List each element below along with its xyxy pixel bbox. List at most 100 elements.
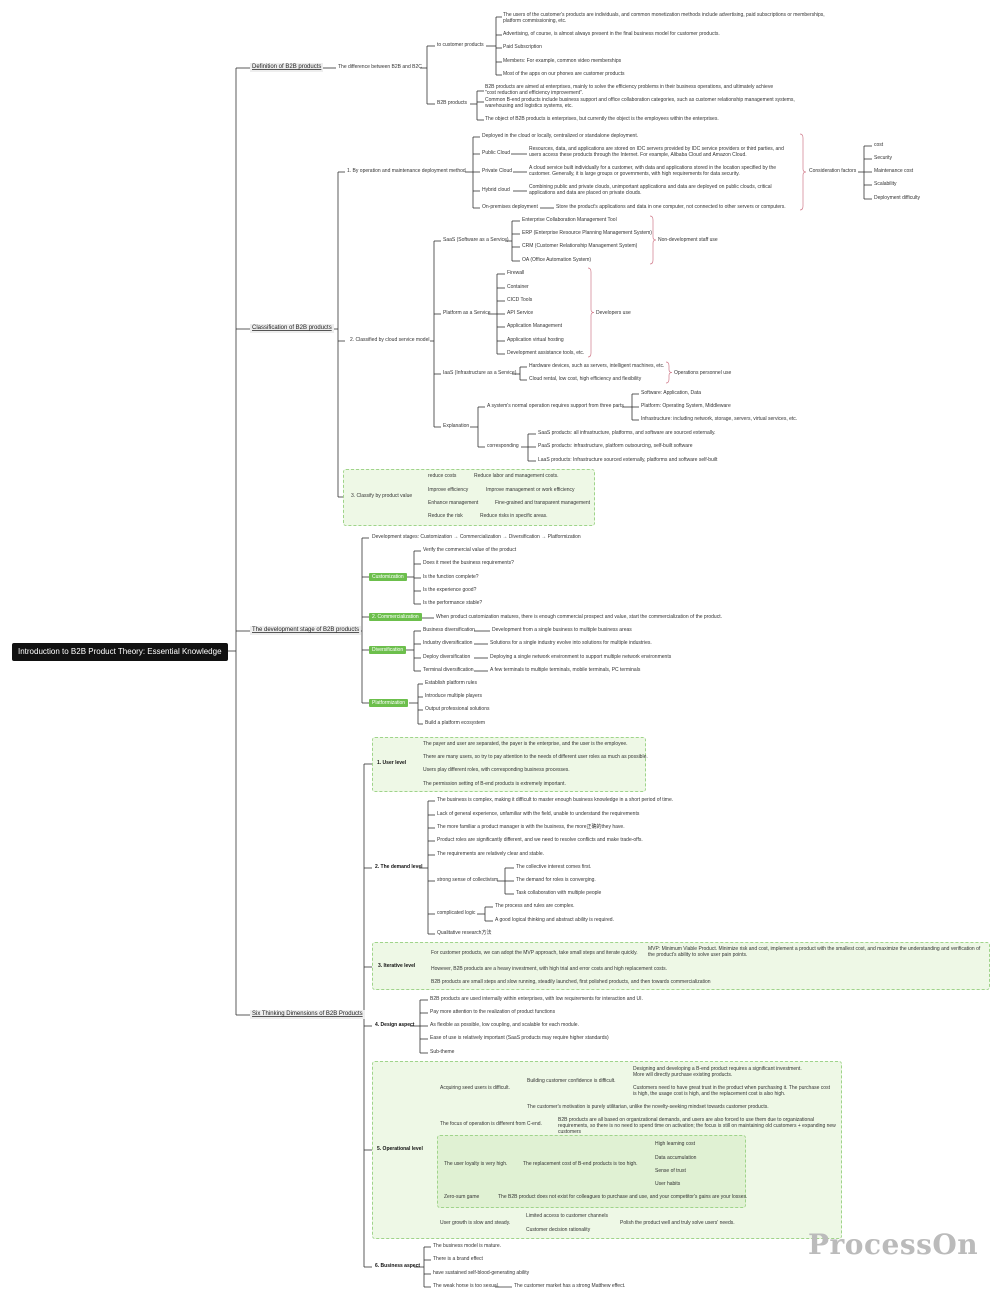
div-desc[interactable]: A few terminals to multiple terminals, m… (490, 667, 641, 673)
value-item[interactable]: Improve efficiency (428, 487, 469, 493)
value-desc[interactable]: Reduce risks in specific areas. (480, 513, 548, 519)
business-item[interactable]: have sustained self-blood-generating abi… (433, 1270, 530, 1276)
deploy-item[interactable]: Deployed in the cloud or locally, centra… (482, 133, 639, 139)
six-dimensions-topic[interactable]: Six Thinking Dimensions of B2B Products (250, 1010, 365, 1019)
to-customer-topic[interactable]: to customer products (437, 42, 484, 48)
div-item[interactable]: Industry diversification (423, 640, 473, 646)
to-customer-item[interactable]: Advertising, of course, is almost always… (503, 31, 720, 37)
by-deploy-topic[interactable]: 1. By operation and maintenance deployme… (347, 168, 466, 174)
business-item[interactable]: The weak horse is too sexual. (433, 1283, 500, 1289)
b2b-products-topic[interactable]: B2B products (437, 100, 468, 106)
diversification-tag[interactable]: Diversification (369, 646, 407, 654)
paas-note[interactable]: Developers use (596, 310, 631, 316)
growth-item[interactable]: Customer decision rationality (526, 1227, 591, 1233)
to-customer-item[interactable]: Paid Subscription (503, 44, 542, 50)
consideration-item[interactable]: Scalability (874, 181, 897, 187)
design-item[interactable]: Pay more attention to the realization of… (430, 1009, 556, 1015)
replacement-item[interactable]: User habits (655, 1181, 681, 1187)
explanation-topic[interactable]: Explanation (443, 423, 470, 429)
paas-item[interactable]: Application virtual hosting (507, 337, 564, 343)
corresponding-topic[interactable]: corresponding (487, 443, 519, 449)
consideration-item[interactable]: cost (874, 142, 884, 148)
growth-item[interactable]: Limited access to customer channels (526, 1213, 608, 1219)
iterative-item[interactable]: For customer products, we can adopt the … (431, 950, 638, 956)
motivation-item[interactable]: The customer's motivation is purely util… (527, 1104, 769, 1110)
confidence-item[interactable]: Designing and developing a B-end product… (633, 1066, 802, 1078)
iterative-item[interactable]: However, B2B products are a heavy invest… (431, 966, 667, 972)
customization-item[interactable]: Is the performance stable? (423, 600, 483, 606)
paas-item[interactable]: CICD Tools (507, 297, 533, 303)
consideration-item[interactable]: Deployment difficulty (874, 195, 921, 201)
saas-item[interactable]: Enterprise Collaboration Management Tool (522, 217, 617, 223)
commercialization-desc[interactable]: When product customization matures, ther… (436, 614, 722, 620)
deploy-desc[interactable]: Combining public and private clouds, uni… (529, 184, 772, 196)
business-item[interactable]: There is a brand effect (433, 1256, 483, 1262)
design-item[interactable]: As flexible as possible, low coupling, a… (430, 1022, 579, 1028)
consideration-item[interactable]: Maintenance cost (874, 168, 914, 174)
demand-level-topic[interactable]: 2. The demand level (375, 864, 423, 870)
iaas-topic[interactable]: IaaS (Infrastructure as a Service) (443, 370, 517, 376)
customization-item[interactable]: Verify the commercial value of the produ… (423, 547, 517, 553)
zero-sum-desc[interactable]: The B2B product does not exist for colle… (498, 1194, 748, 1200)
user-item[interactable]: Users play different roles, with corresp… (423, 767, 570, 773)
deploy-public-cloud[interactable]: Public Cloud (482, 150, 511, 156)
seed-topic[interactable]: Acquiring seed users is difficult. (440, 1085, 510, 1091)
user-item[interactable]: There are many users, so try to pay atte… (423, 754, 648, 760)
value-item[interactable]: reduce costs (428, 473, 457, 479)
demand-item[interactable]: Product roles are significantly differen… (437, 837, 643, 843)
definition-topic[interactable]: Definition of B2B products (250, 63, 324, 72)
paas-item[interactable]: Application Management (507, 323, 563, 329)
complicated-topic[interactable]: complicated logic (437, 910, 476, 916)
root-topic[interactable]: Introduction to B2B Product Theory: Esse… (12, 643, 228, 661)
saas-item[interactable]: OA (Office Automation System) (522, 257, 592, 263)
replacement-item[interactable]: High learning cost (655, 1141, 696, 1147)
iaas-item[interactable]: Cloud rental, low cost, high efficiency … (529, 376, 642, 382)
mvp-note[interactable]: MVP: Minimum Viable Product. Minimize ri… (648, 946, 981, 958)
platform-item[interactable]: Output professional solutions (425, 706, 490, 712)
deploy-hybrid-cloud[interactable]: Hybrid cloud (482, 187, 510, 193)
value-desc[interactable]: Fine-grained and transparent management (495, 500, 591, 506)
stages-text[interactable]: Development stages: Customization → Comm… (372, 534, 581, 540)
collectivism-topic[interactable]: strong sense of collectivism (437, 877, 499, 883)
three-parts-topic[interactable]: A system's normal operation requires sup… (487, 403, 624, 409)
user-item[interactable]: The permission setting of B-end products… (423, 781, 566, 787)
corresponding-item[interactable]: LaaS products: Infrastructure sourced ex… (538, 457, 718, 463)
development-topic[interactable]: The development stage of B2B products (250, 626, 362, 635)
demand-item[interactable]: The business is complex, making it diffi… (437, 797, 674, 803)
to-customer-item[interactable]: The users of the customer's products are… (503, 12, 825, 24)
zero-sum-topic[interactable]: Zero-sum game (444, 1194, 480, 1200)
platform-item[interactable]: Introduce multiple players (425, 693, 482, 699)
by-cloud-topic[interactable]: 2. Classified by cloud service model (350, 337, 430, 343)
loyalty-topic[interactable]: The user loyalty is very high. (444, 1161, 508, 1167)
saas-topic[interactable]: SaaS (Software as a Service) (443, 237, 509, 243)
three-parts-item[interactable]: Infrastructure: including network, stora… (641, 416, 798, 422)
deploy-desc[interactable]: Store the product's applications and dat… (556, 204, 786, 210)
div-desc[interactable]: Deploying a single network environment t… (490, 654, 672, 660)
collectivism-item[interactable]: Task collaboration with multiple people (516, 890, 602, 896)
div-desc[interactable]: Development from a single business to mu… (492, 627, 632, 633)
iaas-note[interactable]: Operations personnel use (674, 370, 732, 376)
replacement-item[interactable]: Sense of trust (655, 1168, 686, 1174)
user-level-topic[interactable]: 1. User level (377, 760, 407, 766)
focus-topic[interactable]: The focus of operation is different from… (440, 1121, 542, 1127)
iterative-level-topic[interactable]: 3. Iterative level (378, 963, 416, 969)
deploy-desc[interactable]: A cloud service built individually for a… (529, 165, 777, 177)
paas-item[interactable]: Development assistance tools, etc. (507, 350, 585, 356)
consideration-topic[interactable]: Consideration factors (809, 168, 857, 174)
by-value-topic[interactable]: 3. Classify by product value (351, 493, 413, 499)
classification-topic[interactable]: Classification of B2B products (250, 324, 334, 333)
confidence-topic[interactable]: Building customer confidence is difficul… (527, 1078, 616, 1084)
deploy-desc[interactable]: Resources, data, and applications are st… (529, 146, 784, 158)
platform-item[interactable]: Build a platform ecosystem (425, 720, 486, 726)
customization-item[interactable]: Is the experience good? (423, 587, 477, 593)
value-item[interactable]: Reduce the risk (428, 513, 463, 519)
customization-tag[interactable]: Customization (369, 573, 407, 581)
iaas-item[interactable]: Hardware devices, such as servers, intel… (529, 363, 665, 369)
replacement-item[interactable]: Data accumulation (655, 1155, 697, 1161)
value-desc[interactable]: Reduce labor and management costs. (474, 473, 559, 479)
replacement-topic[interactable]: The replacement cost of B-end products i… (523, 1161, 638, 1167)
corresponding-item[interactable]: SaaS products: all infrastructure, platf… (538, 430, 716, 436)
demand-item[interactable]: The more familiar a product manager is w… (437, 824, 625, 830)
diff-topic[interactable]: The difference between B2B and B2C (338, 64, 422, 70)
business-aspect-topic[interactable]: 6. Business aspect (375, 1263, 421, 1269)
